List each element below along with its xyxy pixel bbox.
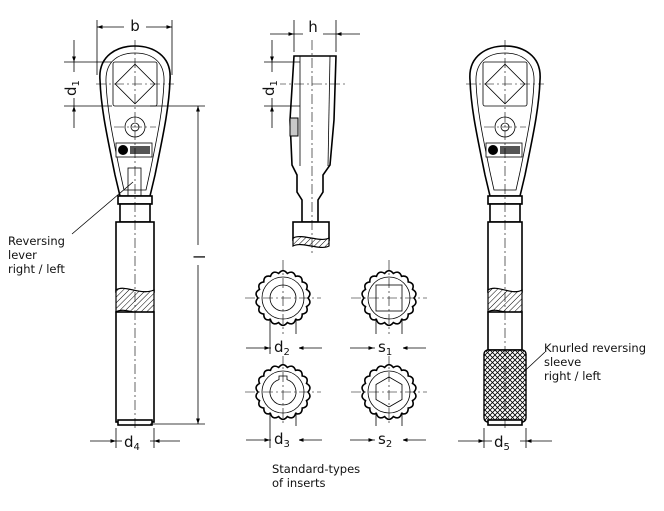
- inserts-caption: Standard-types of inserts: [272, 462, 360, 490]
- caption-line2: of inserts: [272, 476, 326, 490]
- dimension-d1-left: d1: [58, 40, 112, 128]
- svg-text:d4: d4: [124, 433, 140, 453]
- lever-note-line2: lever: [8, 248, 37, 262]
- sleeve-note-line2: sleeve: [544, 355, 581, 369]
- dim-d3-base: d: [274, 430, 284, 448]
- dim-d4-base: d: [124, 433, 134, 451]
- dim-s1-sub: 1: [386, 347, 392, 358]
- insert-round: [245, 260, 321, 354]
- dimension-b: b: [96, 16, 173, 75]
- svg-text:d2: d2: [274, 338, 290, 358]
- insert-hex: [351, 354, 427, 448]
- dimension-l: l: [150, 105, 209, 425]
- dim-d5-sub: 5: [504, 442, 510, 453]
- reversing-lever-callout: Reversing lever right / left: [8, 181, 134, 276]
- svg-text:right / left: right / left: [8, 262, 65, 276]
- wrench-front-view: [96, 40, 174, 435]
- standard-inserts: [245, 260, 427, 448]
- svg-text:Knurled reversing: Knurled reversing: [544, 341, 646, 355]
- dim-d1-side-sub: 1: [269, 80, 280, 86]
- sleeve-note-line3: right / left: [544, 369, 601, 383]
- lever-note-line1: Reversing: [8, 234, 65, 248]
- dimension-d5: d5: [458, 428, 552, 453]
- dim-b-label: b: [130, 17, 140, 35]
- dim-d5-base: d: [494, 433, 504, 451]
- svg-text:d1: d1: [260, 80, 280, 96]
- dim-d2-sub: 2: [284, 347, 290, 358]
- svg-text:s1: s1: [378, 338, 392, 358]
- dim-l-label: l: [191, 255, 209, 259]
- dim-d2-base: d: [274, 338, 284, 356]
- wrench-knurled-view: [466, 40, 544, 435]
- dim-d1-side-base: d: [260, 86, 278, 96]
- lever-note-line3: right / left: [8, 262, 65, 276]
- svg-text:Standard-types: Standard-types: [272, 462, 360, 476]
- svg-text:s2: s2: [378, 430, 392, 450]
- dim-d4-sub: 4: [134, 442, 140, 453]
- dim-s1-base: s: [378, 338, 386, 356]
- insert-keyed: [245, 354, 321, 448]
- svg-text:Reversing: Reversing: [8, 234, 65, 248]
- dimension-d4: d4: [90, 428, 180, 453]
- dim-h-label: h: [308, 18, 318, 36]
- dim-s2-sub: 2: [386, 439, 392, 450]
- svg-text:d5: d5: [494, 433, 510, 453]
- dim-d1-sub: 1: [71, 80, 82, 86]
- sleeve-note-line1: Knurled reversing: [544, 341, 646, 355]
- svg-text:d1: d1: [62, 80, 82, 96]
- svg-text:d3: d3: [274, 430, 290, 450]
- insert-square: [351, 260, 427, 354]
- dimension-h: h: [270, 18, 360, 52]
- caption-line1: Standard-types: [272, 462, 360, 476]
- insert-dims: d2 s1 d3 s2: [246, 334, 426, 450]
- svg-text:lever: lever: [8, 248, 37, 262]
- dim-s2-base: s: [378, 430, 386, 448]
- knurled-sleeve-callout: Knurled reversing sleeve right / left: [514, 341, 646, 383]
- svg-text:of inserts: of inserts: [272, 476, 326, 490]
- dimension-d1-side: d1: [258, 40, 300, 128]
- svg-text:sleeve: sleeve: [544, 355, 581, 369]
- dim-d3-sub: 3: [284, 439, 290, 450]
- svg-text:right / left: right / left: [544, 369, 601, 383]
- dim-d1-base: d: [62, 86, 80, 96]
- wrench-side-view: [276, 40, 348, 255]
